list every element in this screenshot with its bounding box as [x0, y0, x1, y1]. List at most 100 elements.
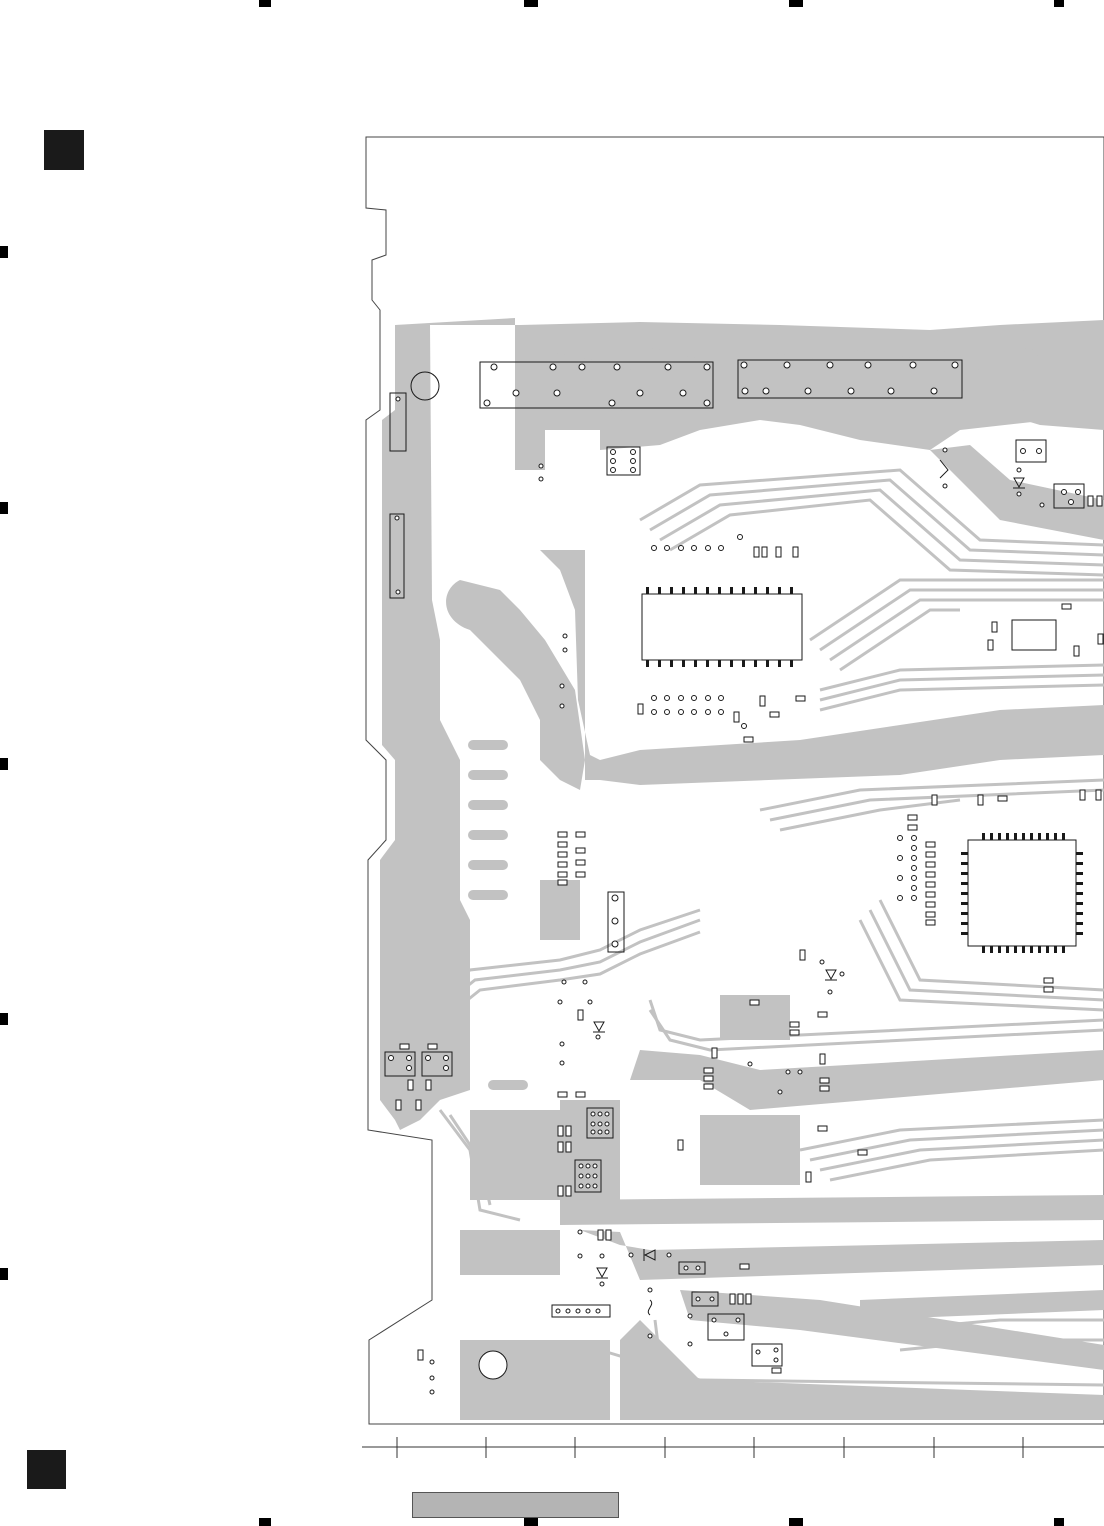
via-holes-element: [665, 710, 670, 715]
via-holes-element: [665, 696, 670, 701]
passive-components-element: [820, 1086, 829, 1091]
via-holes-element: [558, 1000, 562, 1004]
ic-pins-element: [1022, 946, 1025, 953]
passive-components-element: [770, 712, 779, 717]
passive-components-element: [793, 547, 798, 557]
via-holes-element: [688, 1314, 692, 1318]
passive-components-element: [926, 892, 935, 897]
via-holes-element: [786, 1070, 790, 1074]
via-holes-element: [1037, 449, 1042, 454]
connector-pad-group-element: [574, 358, 600, 402]
via-holes-element: [629, 1253, 633, 1257]
via-holes-element: [704, 400, 710, 406]
passive-components-element: [578, 1010, 583, 1020]
ic-pins-element: [961, 862, 968, 865]
ic-pins-element: [682, 660, 685, 667]
via-holes-element: [560, 684, 564, 688]
via-holes-element: [665, 546, 670, 551]
ic-pins-element: [754, 660, 757, 667]
ic-pins-element: [1054, 946, 1057, 953]
via-holes-element: [513, 390, 519, 396]
via-holes-element: [805, 388, 811, 394]
passive-components-element: [558, 862, 567, 867]
via-holes-element: [778, 1090, 782, 1094]
passive-components-element: [806, 1172, 811, 1182]
edge-pad-row-element: [468, 740, 508, 750]
via-holes-element: [396, 590, 400, 594]
passive-components-element: [746, 1294, 751, 1304]
connector-pad-group-element: [547, 353, 573, 397]
via-holes-element: [898, 896, 903, 901]
edge-pad-row-element: [468, 830, 508, 840]
ic-pins-element: [766, 587, 769, 594]
ic-pins-element: [1006, 833, 1009, 840]
passive-components-element: [704, 1076, 713, 1081]
ic-pins-element: [1076, 872, 1083, 875]
via-holes-element: [605, 1112, 609, 1116]
ic-pins-element: [1014, 833, 1017, 840]
passive-components-element: [926, 912, 935, 917]
via-holes-element: [579, 1164, 583, 1168]
ic-pins-element: [718, 660, 721, 667]
passive-components-element: [800, 950, 805, 960]
ic-pins-element: [982, 946, 985, 953]
passive-components-element: [1044, 987, 1053, 992]
via-holes-element: [562, 980, 566, 984]
edge-pad-row-element: [468, 890, 508, 900]
copper-pour-element: [580, 1230, 1104, 1280]
passive-components-element: [908, 825, 917, 830]
via-holes-element: [491, 364, 497, 370]
ruler-scale: [362, 1437, 1104, 1458]
via-holes-element: [724, 1332, 728, 1336]
via-holes-element: [738, 535, 743, 540]
passive-components-element: [558, 1092, 567, 1097]
ic-pins-element: [718, 587, 721, 594]
via-holes-element: [566, 1309, 570, 1313]
passive-components-element: [566, 1126, 571, 1136]
ic-pins-element: [1076, 882, 1083, 885]
ic-outline: [642, 594, 802, 660]
ic-pins-element: [706, 660, 709, 667]
diode-symbols-element: [648, 1300, 651, 1315]
via-holes-element: [444, 1056, 449, 1061]
ic-pins-element: [1076, 852, 1083, 855]
via-holes-element: [430, 1360, 434, 1364]
ic-pins-element: [1030, 946, 1033, 953]
via-holes-element: [539, 477, 543, 481]
via-holes-element: [828, 990, 832, 994]
ic-pins-element: [730, 660, 733, 667]
via-holes-element: [1076, 490, 1081, 495]
via-holes-element: [719, 546, 724, 551]
via-holes-element: [611, 450, 616, 455]
ic-pins-element: [961, 872, 968, 875]
via-holes-element: [576, 1309, 580, 1313]
ic-pins-element: [778, 587, 781, 594]
via-holes-element: [586, 1184, 590, 1188]
passive-components-element: [558, 1126, 563, 1136]
via-holes-element: [742, 388, 748, 394]
passive-components-element: [678, 1140, 683, 1150]
via-holes-element: [648, 1334, 652, 1338]
via-holes-element: [1040, 503, 1044, 507]
via-holes-element: [912, 846, 917, 851]
via-holes-element: [631, 450, 636, 455]
passive-components-element: [396, 1100, 401, 1110]
via-holes-element: [688, 1342, 692, 1346]
via-holes-element: [912, 836, 917, 841]
passive-components-element: [558, 1142, 563, 1152]
via-holes-element: [593, 1164, 597, 1168]
ic-pins-element: [1046, 833, 1049, 840]
passive-components-element: [790, 1022, 799, 1027]
via-holes-element: [820, 960, 824, 964]
ic-pins-element: [706, 587, 709, 594]
copper-pour-element: [460, 1340, 610, 1420]
connector-pad-group-element: [642, 348, 668, 392]
ic-pins-element: [998, 833, 1001, 840]
edge-pad-row-element: [468, 800, 508, 810]
passive-components-element: [998, 796, 1007, 801]
via-holes-element: [888, 388, 894, 394]
via-holes-element: [598, 1112, 602, 1116]
passive-components-element: [428, 1044, 437, 1049]
edge-pad-row-element: [488, 1170, 528, 1180]
